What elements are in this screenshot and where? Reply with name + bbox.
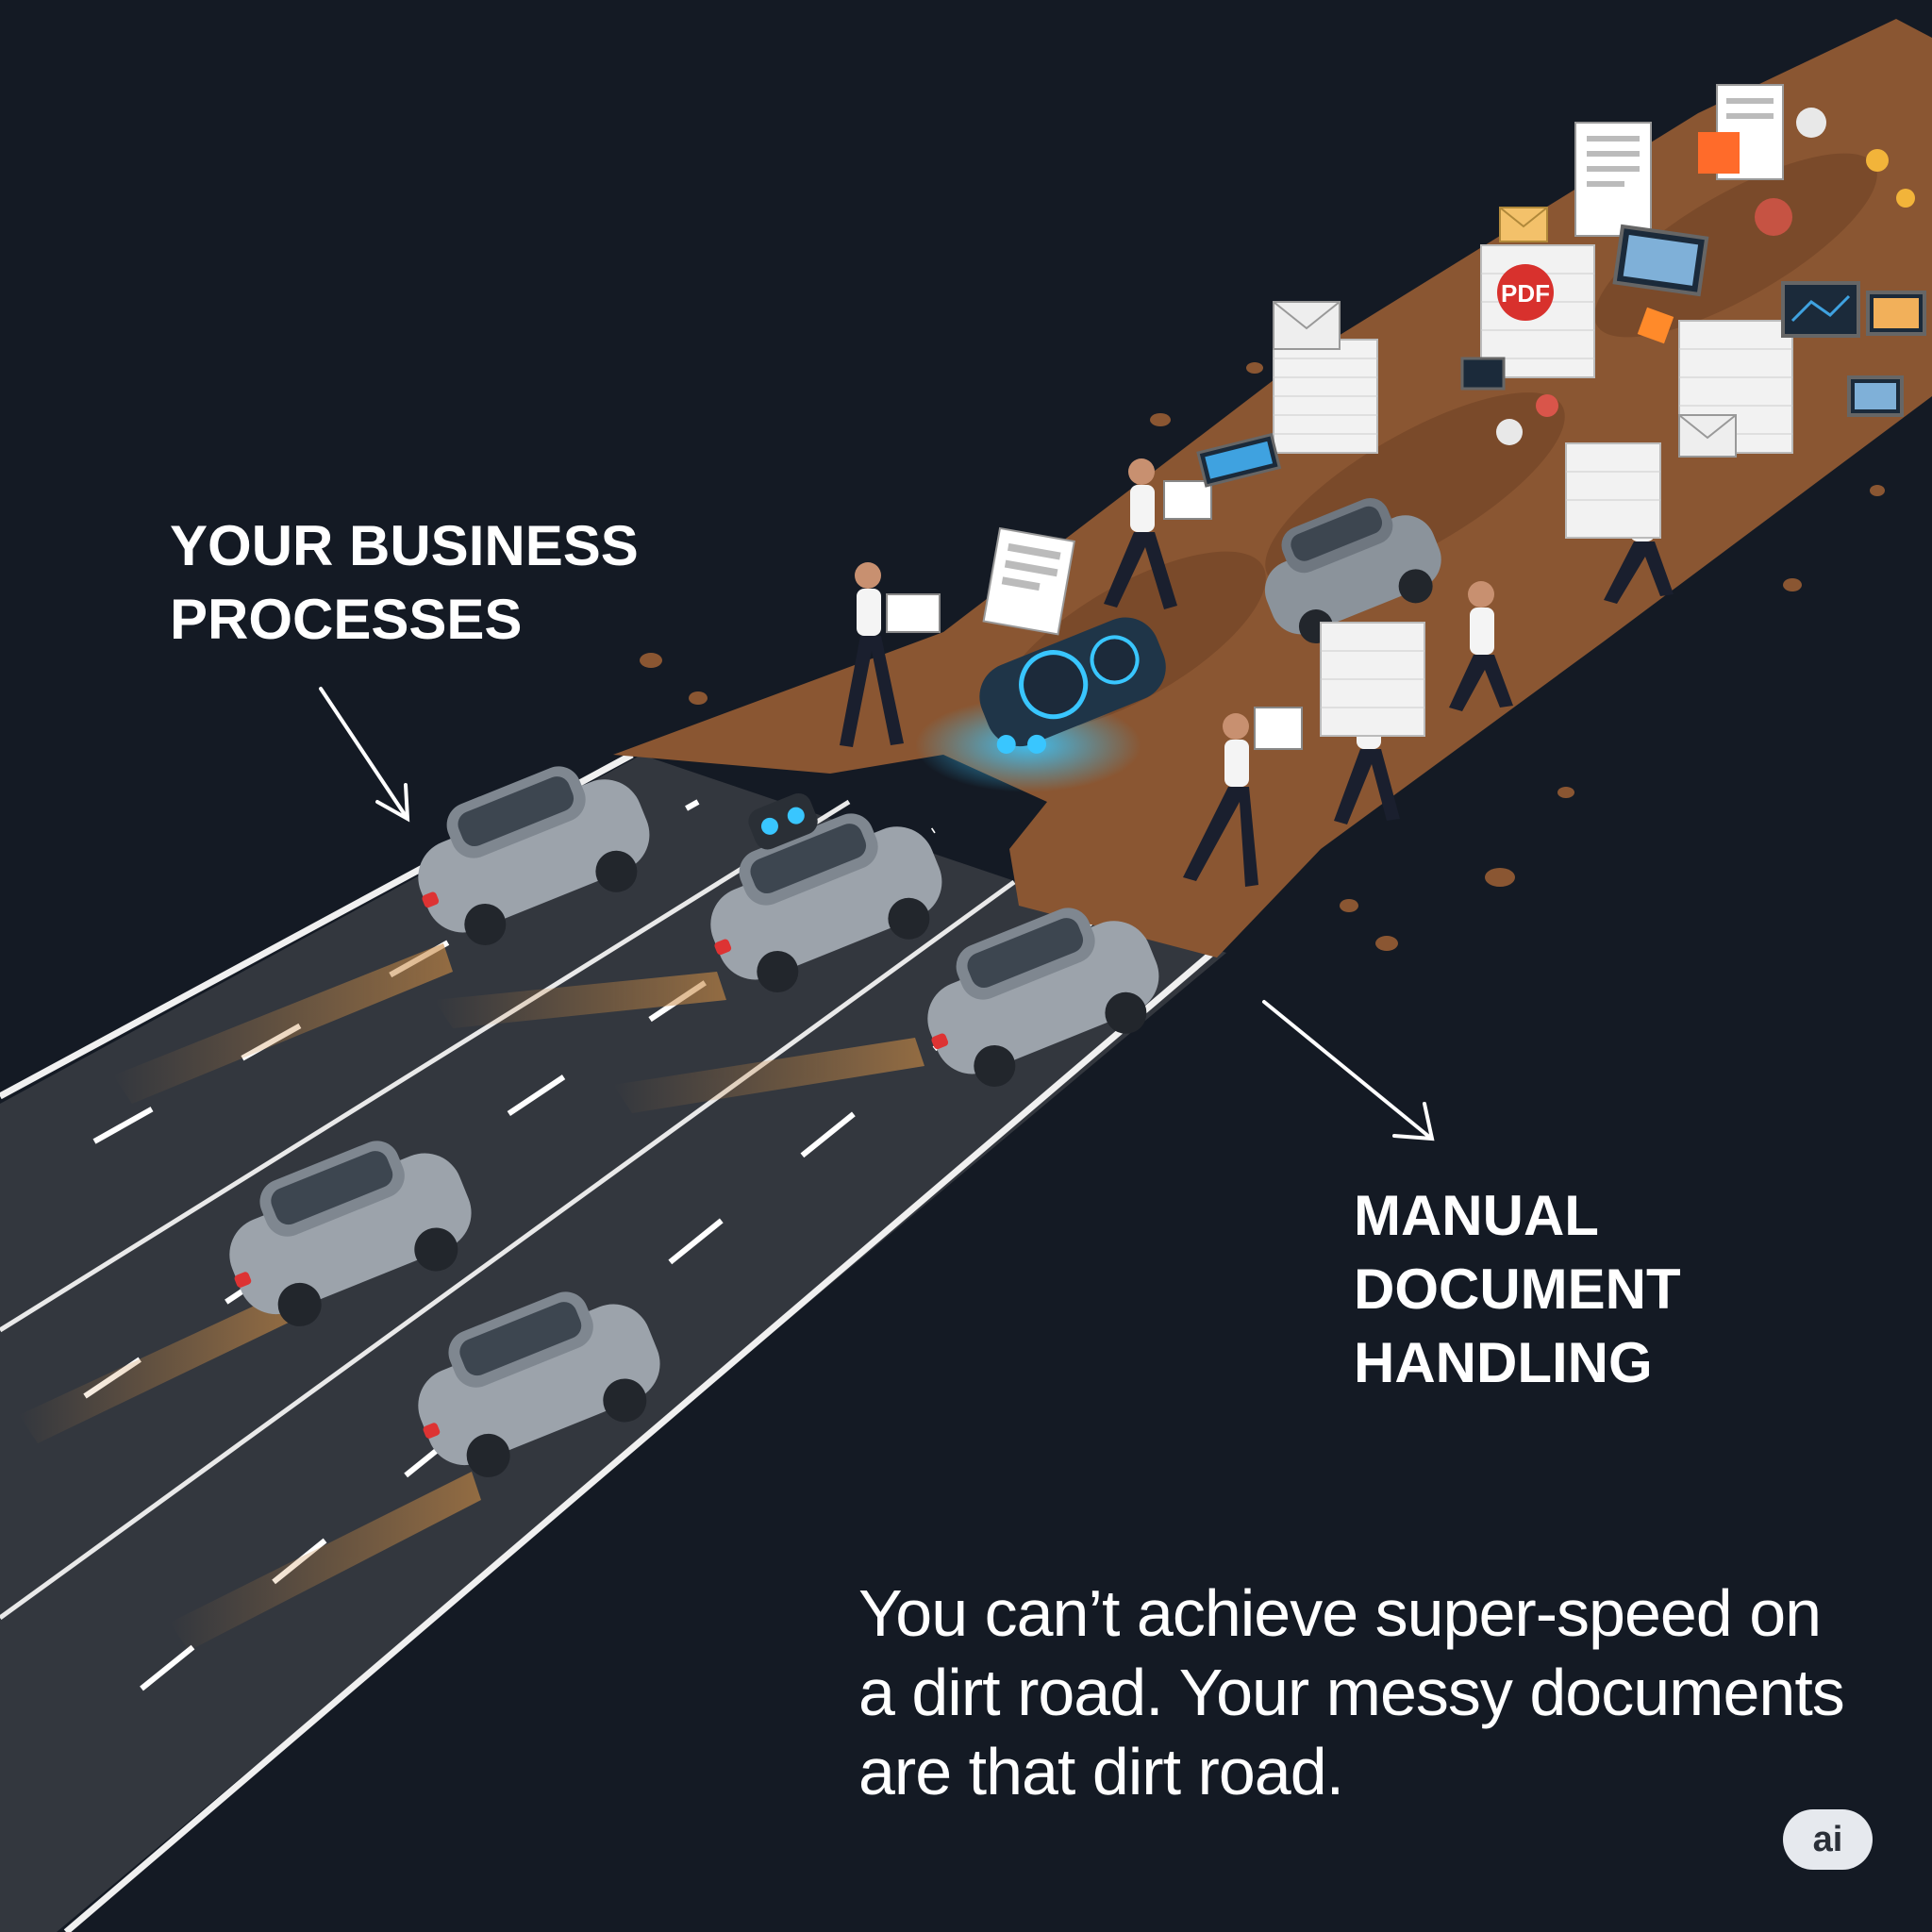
- svg-text:PDF: PDF: [1501, 279, 1550, 308]
- tagline: You can’t achieve super-speed on a dirt …: [858, 1576, 1845, 1808]
- manual-handling-label: MANUAL DOCUMENT HANDLING: [1354, 1184, 1681, 1394]
- robot-car-icon: [979, 617, 1166, 754]
- arrow-icon: [1262, 1000, 1435, 1141]
- debris: [640, 362, 1885, 951]
- car: [418, 1291, 660, 1477]
- pdf-icon: PDF: [1497, 264, 1554, 321]
- speed-trails: [19, 943, 924, 1651]
- lane-line: [0, 879, 1016, 1621]
- envelope-icon: [1273, 207, 1737, 458]
- clutter: [1496, 108, 1915, 445]
- car: [418, 766, 650, 945]
- car: [1264, 497, 1441, 644]
- car: [927, 908, 1159, 1087]
- monitor-icon: [1196, 224, 1926, 488]
- highway-edge-right: [63, 950, 1215, 1932]
- arrow-icon: [319, 687, 410, 823]
- business-processes-label: YOUR BUSINESS PROCESSES: [170, 514, 639, 651]
- robot-car: [710, 792, 942, 992]
- ai-badge-icon: ai: [1783, 1809, 1873, 1870]
- car: [229, 1141, 472, 1326]
- lane-line: [0, 799, 851, 1333]
